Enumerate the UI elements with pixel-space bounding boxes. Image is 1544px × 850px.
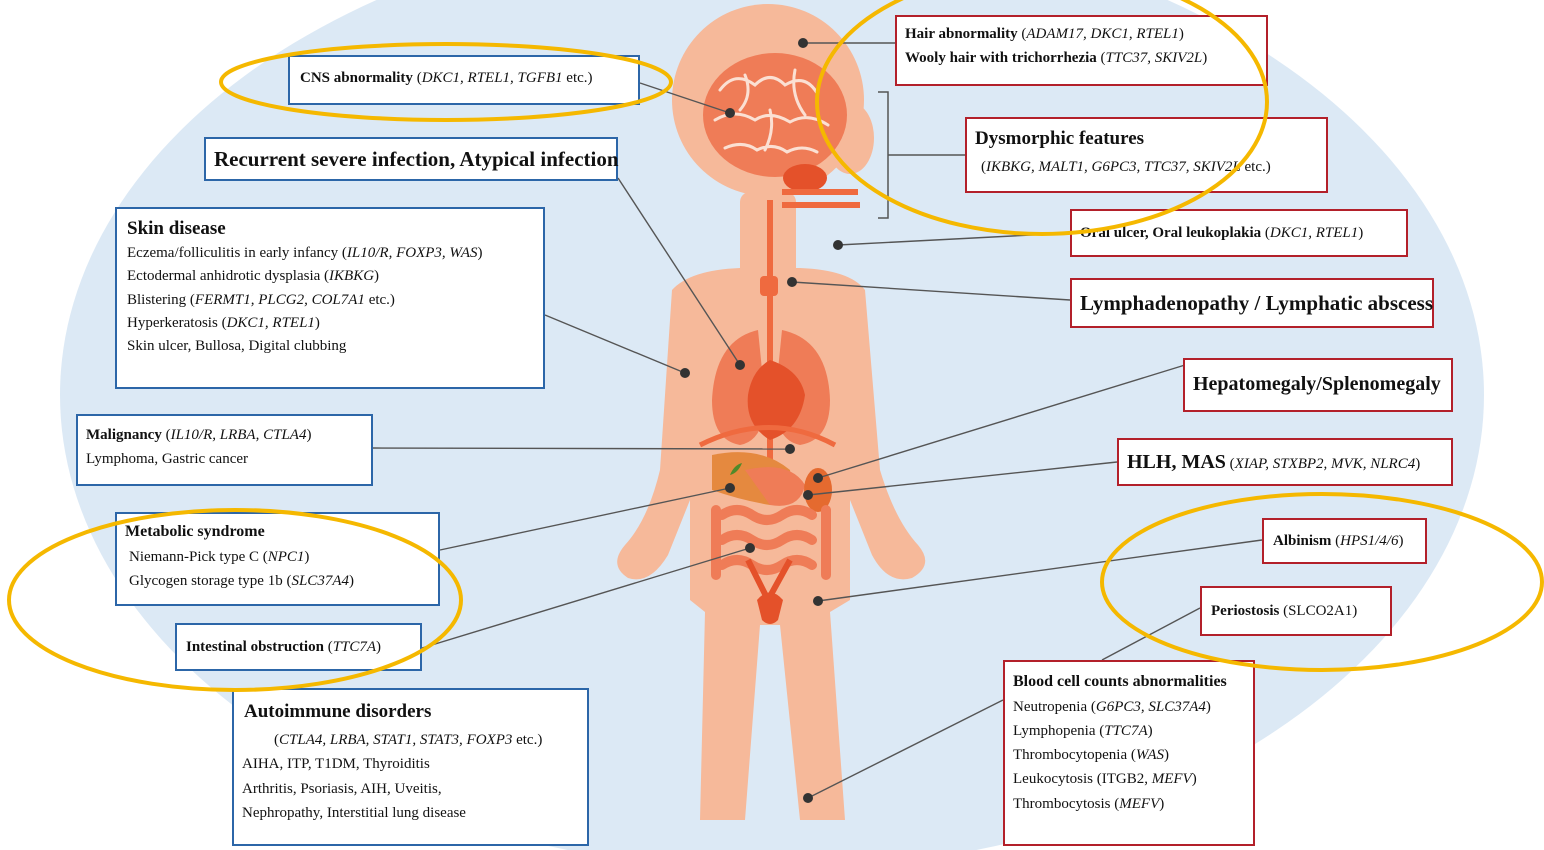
dysmorphic-genes: IKBKG, MALT1, G6PC3, TTC37, SKIV2L: [986, 159, 1241, 175]
lymphadenopathy-box: Lymphadenopathy / Lymphatic abscess: [1070, 278, 1434, 328]
blood-item: Leukocytosis (ITGB2, MEFV): [1013, 770, 1245, 788]
intestinal-obstruction-box: Intestinal obstruction (TTC7A): [175, 623, 422, 671]
blood-item: Thrombocytopenia (WAS): [1013, 746, 1245, 764]
skin-item: Hyperkeratosis (DKC1, RTEL1): [127, 314, 533, 332]
malignancy-genes: IL10/R, LRBA, CTLA4: [171, 427, 307, 443]
skin-item: Blistering (FERMT1, PLCG2, COL7A1 etc.): [127, 291, 533, 309]
malignancy-line2: Lymphoma, Gastric cancer: [86, 450, 363, 468]
metabolic-item: Glycogen storage type 1b (SLC37A4): [125, 572, 430, 590]
hlh-genes: XIAP, STXBP2, MVK, NLRC4: [1235, 456, 1416, 472]
metabolic-title: Metabolic syndrome: [125, 522, 430, 542]
cns-suffix: etc.): [563, 70, 593, 86]
blood-item: Thrombocytosis (MEFV): [1013, 795, 1245, 813]
blood-title: Blood cell counts abnormalities: [1013, 672, 1245, 692]
metabolic-syndrome-box: Metabolic syndrome Niemann-Pick type C (…: [115, 512, 440, 606]
dysmorphic-features-box: Dysmorphic features (IKBKG, MALT1, G6PC3…: [965, 117, 1328, 193]
lymph-title: Lymphadenopathy / Lymphatic abscess: [1080, 291, 1433, 315]
autoimmune-genes-line: (CTLA4, LRBA, STAT1, STAT3, FOXP3 etc.): [242, 731, 579, 749]
autoimmune-line: Nephropathy, Interstitial lung disease: [242, 804, 579, 822]
oral-genes: DKC1, RTEL1: [1270, 225, 1358, 241]
skin-title: Skin disease: [127, 217, 533, 240]
thymus-node: [760, 276, 778, 296]
skin-item: Ectodermal anhidrotic dysplasia (IKBKG): [127, 267, 533, 285]
albinism-genes: HPS1/4/6: [1340, 533, 1398, 549]
cns-title: CNS abnormality: [300, 70, 413, 86]
hair-abnormality-box: Hair abnormality (ADAM17, DKC1, RTEL1) W…: [895, 15, 1268, 86]
blood-cell-counts-box: Blood cell counts abnormalities Neutrope…: [1003, 660, 1255, 846]
blood-item: Lymphopenia (TTC7A): [1013, 722, 1245, 740]
periostosis-box: Periostosis (SLCO2A1): [1200, 586, 1392, 636]
hair-title: Hair abnormality: [905, 26, 1018, 42]
hlh-title: HLH, MAS: [1127, 451, 1226, 473]
periostosis-title: Periostosis: [1211, 603, 1279, 619]
cns-genes: DKC1, RTEL1, TGFB1: [422, 70, 563, 86]
autoimmune-title: Autoimmune disorders: [242, 700, 579, 723]
cns-abnormality-box: CNS abnormality (DKC1, RTEL1, TGFB1 etc.…: [288, 55, 640, 105]
autoimmune-line: Arthritis, Psoriasis, AIH, Uveitis,: [242, 780, 579, 798]
autoimmune-disorders-box: Autoimmune disorders (CTLA4, LRBA, STAT1…: [232, 688, 589, 846]
malignancy-title: Malignancy: [86, 427, 162, 443]
infection-title: Recurrent severe infection, Atypical inf…: [214, 147, 619, 171]
skin-item: Skin ulcer, Bullosa, Digital clubbing: [127, 337, 533, 355]
intestinal-genes: TTC7A: [333, 639, 376, 655]
intestinal-title: Intestinal obstruction: [186, 639, 324, 655]
malignancy-box: Malignancy (IL10/R, LRBA, CTLA4) Lymphom…: [76, 414, 373, 486]
metabolic-item: Niemann-Pick type C (NPC1): [125, 548, 430, 566]
albinism-box: Albinism (HPS1/4/6): [1262, 518, 1427, 564]
wooly-hair-title: Wooly hair with trichorrhezia: [905, 50, 1097, 66]
hepato-title: Hepatomegaly/Splenomegaly: [1193, 373, 1441, 395]
infection-box: Recurrent severe infection, Atypical inf…: [204, 137, 618, 181]
hlh-mas-box: HLH, MAS (XIAP, STXBP2, MVK, NLRC4): [1117, 438, 1453, 486]
blood-item: Neutropenia (G6PC3, SLC37A4): [1013, 698, 1245, 716]
skin-item: Eczema/folliculitis in early infancy (IL…: [127, 244, 533, 262]
oral-ulcer-box: Oral ulcer, Oral leukoplakia (DKC1, RTEL…: [1070, 209, 1408, 257]
oral-title: Oral ulcer, Oral leukoplakia: [1080, 225, 1261, 241]
hepatomegaly-box: Hepatomegaly/Splenomegaly: [1183, 358, 1453, 412]
autoimmune-line: AIHA, ITP, T1DM, Thyroiditis: [242, 755, 579, 773]
periostosis-genes: SLCO2A1: [1288, 603, 1352, 619]
dysmorphic-title: Dysmorphic features: [975, 127, 1318, 150]
skin-disease-box: Skin disease Eczema/folliculitis in earl…: [115, 207, 545, 389]
albinism-title: Albinism: [1273, 533, 1331, 549]
